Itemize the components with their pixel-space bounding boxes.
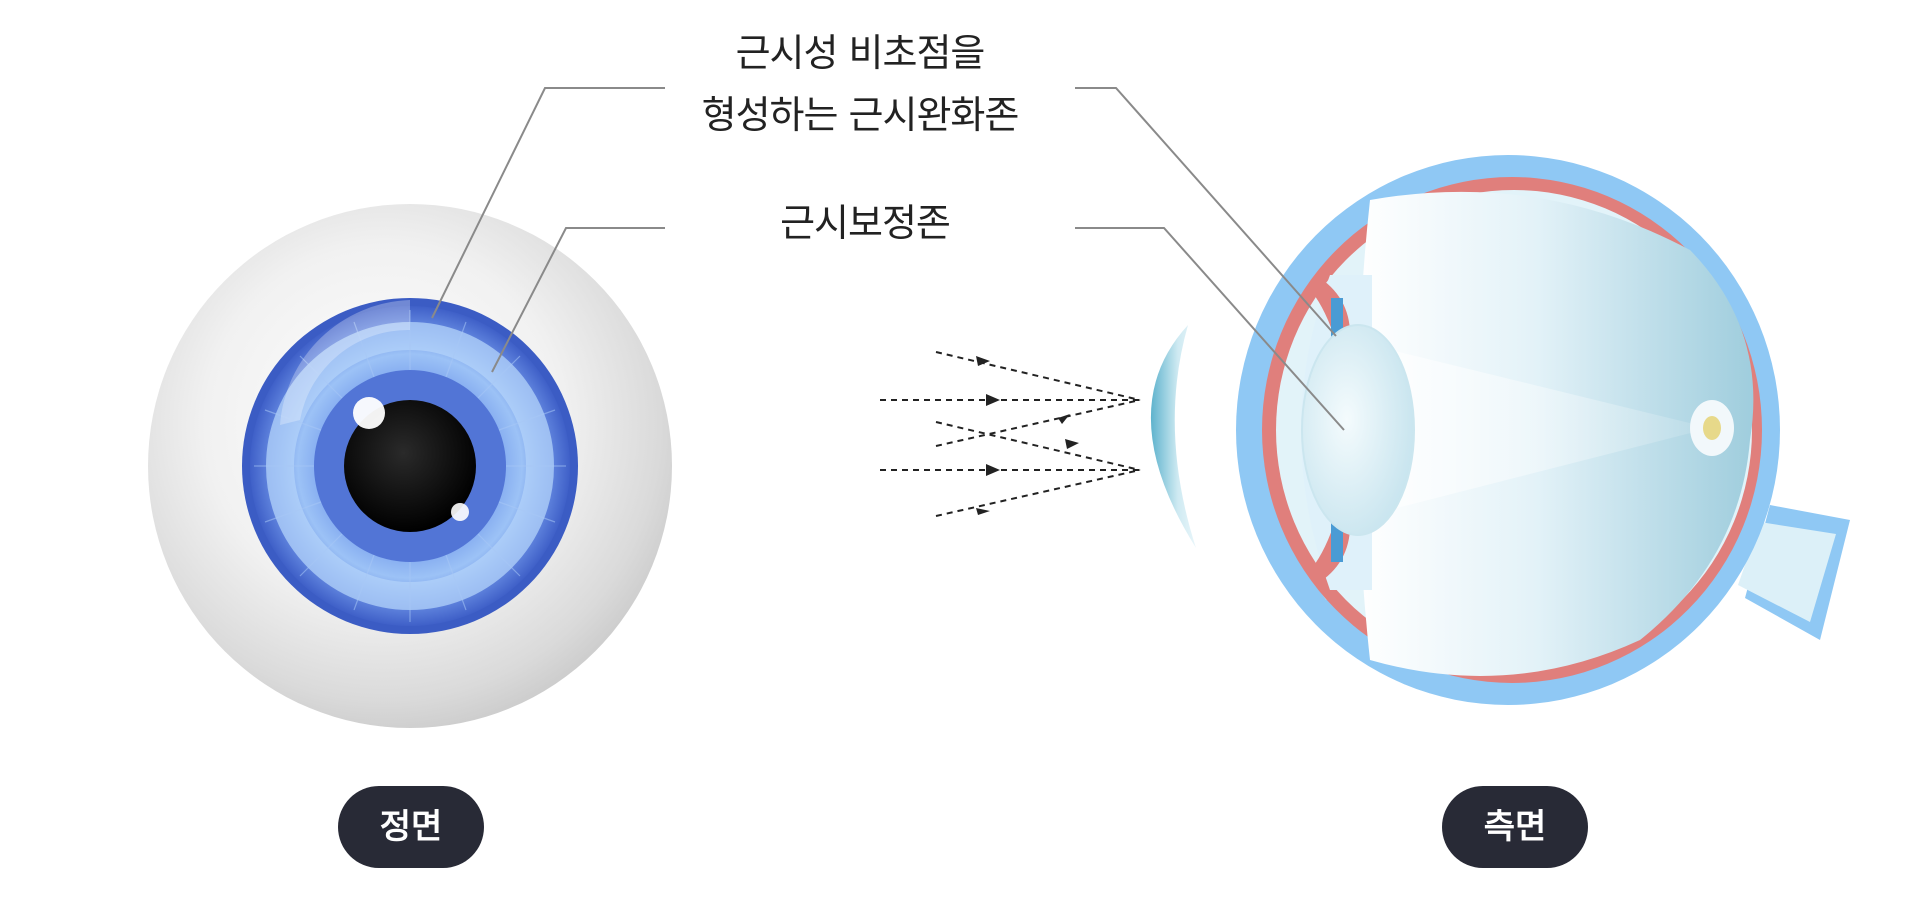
contact-lens (1151, 325, 1196, 548)
correction-zone-label: 근시보정존 (700, 192, 1030, 254)
light-rays (880, 352, 1140, 516)
front-view-label: 정면 (338, 786, 484, 868)
relaxation-zone-label-line2: 형성하는 근시완화존 (640, 84, 1080, 146)
relaxation-zone-label-line1: 근시성 비초점을 (640, 22, 1080, 84)
side-view-label: 측면 (1442, 786, 1588, 868)
front-eye (148, 204, 672, 728)
pupil-highlight-large (353, 397, 385, 429)
side-eye (1236, 155, 1850, 705)
crystalline-lens (1302, 325, 1414, 535)
pupil-highlight-small (451, 503, 469, 521)
relaxation-zone-label: 근시성 비초점을 형성하는 근시완화존 (640, 22, 1080, 146)
focal-point (1703, 416, 1721, 440)
